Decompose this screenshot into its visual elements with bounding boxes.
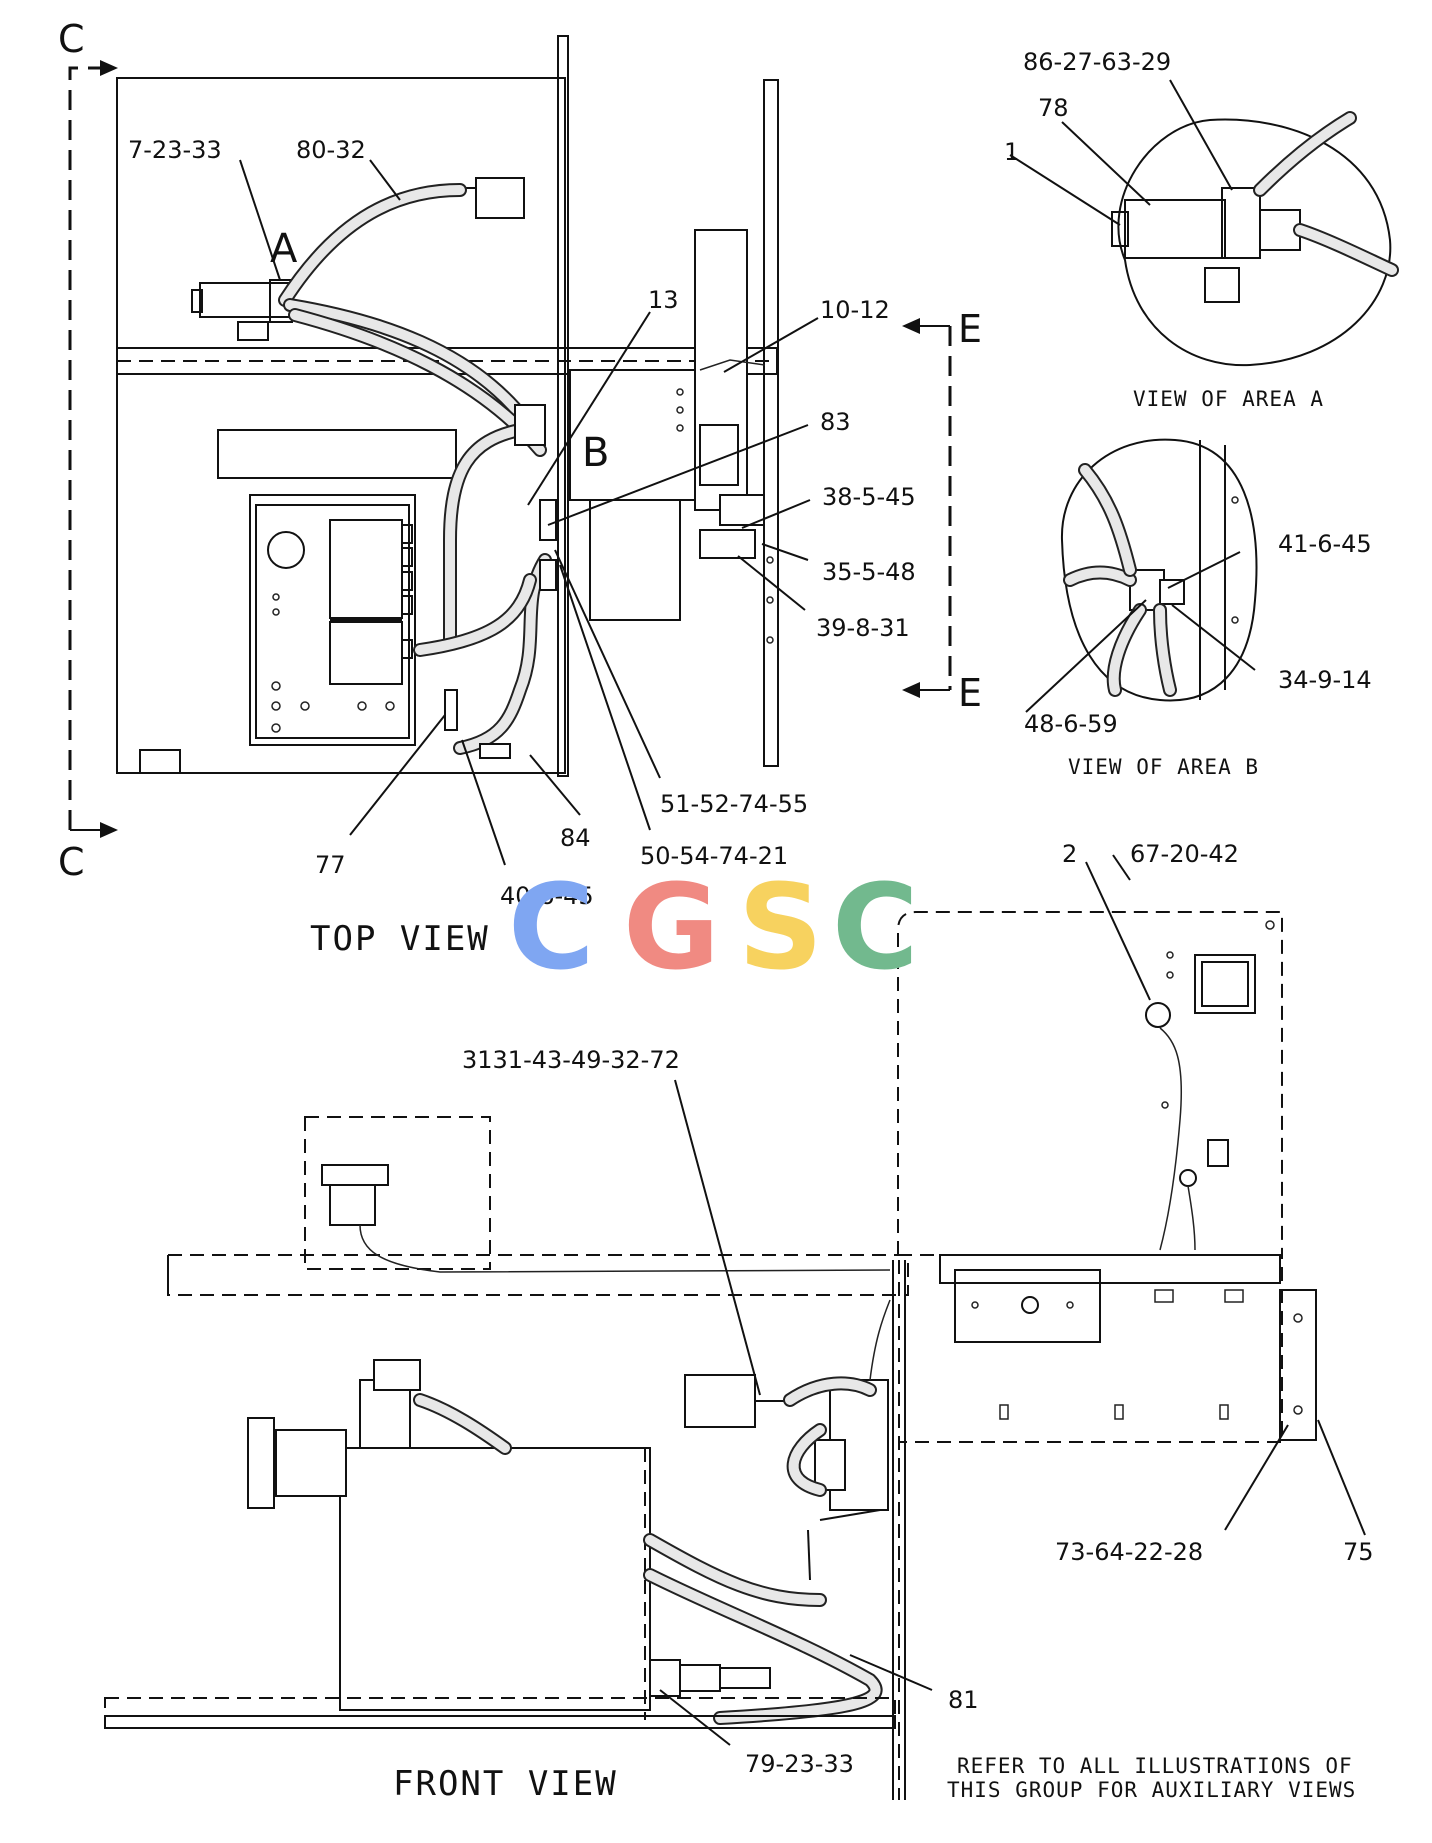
area-b-marker: B — [582, 430, 609, 476]
callout-83: 83 — [820, 408, 851, 436]
callout-75: 75 — [1343, 1538, 1374, 1566]
callout-labels: 7-23-33 80-32 13 10-12 83 38-5-45 35-5-4… — [128, 48, 1374, 1778]
callout-79-23-33: 79-23-33 — [745, 1750, 854, 1778]
callout-2: 2 — [1062, 840, 1077, 868]
callout-34-9-14: 34-9-14 — [1278, 666, 1372, 694]
callout-13: 13 — [648, 286, 679, 314]
callout-84: 84 — [560, 824, 591, 852]
section-c-top-label: C — [58, 17, 85, 61]
callout-10-12: 10-12 — [820, 296, 890, 324]
area-a-detail-drawing — [1111, 111, 1399, 367]
callout-39-8-31: 39-8-31 — [816, 614, 910, 642]
section-e-bottom-label: E — [958, 671, 982, 715]
section-e-top-label: E — [958, 307, 982, 351]
callout-73-64-22-28: 73-64-22-28 — [1055, 1538, 1203, 1566]
callout-38-5-45: 38-5-45 — [822, 483, 916, 511]
callout-41-6-45: 41-6-45 — [1278, 530, 1372, 558]
watermark-letter-2: G — [623, 858, 720, 996]
leader-lines — [239, 79, 1366, 1746]
watermark-letter-1: C — [508, 858, 595, 996]
callout-3131-43-49-32-72: 3131-43-49-32-72 — [462, 1046, 680, 1074]
callout-77: 77 — [315, 851, 346, 879]
top-view-title: TOP VIEW — [310, 919, 490, 959]
watermark-letter-3: S — [738, 858, 823, 996]
callout-86-27-63-29: 86-27-63-29 — [1023, 48, 1171, 76]
callout-7-23-33: 7-23-33 — [128, 136, 222, 164]
section-c-marker: C C — [58, 17, 118, 884]
top-view-drawing — [116, 35, 779, 777]
view-area-b-title: VIEW OF AREA B — [1068, 755, 1259, 779]
note-line-1: REFER TO ALL ILLUSTRATIONS OF — [957, 1754, 1353, 1778]
callout-81: 81 — [948, 1686, 979, 1714]
callout-50-54-74-21: 50-54-74-21 — [640, 842, 788, 870]
callout-1: 1 — [1004, 138, 1019, 166]
callout-48-6-59: 48-6-59 — [1024, 710, 1118, 738]
section-e-marker: E E — [902, 307, 982, 715]
callout-40-6-45: 40-6-45 — [500, 882, 594, 910]
callout-78: 78 — [1038, 94, 1069, 122]
callout-67-20-42: 67-20-42 — [1130, 840, 1239, 868]
callout-80-32: 80-32 — [296, 136, 366, 164]
watermark-letter-4: C — [832, 858, 919, 996]
front-view-title: FRONT VIEW — [393, 1764, 618, 1804]
front-view-drawing — [104, 911, 1317, 1800]
note-line-2: THIS GROUP FOR AUXILIARY VIEWS — [947, 1778, 1356, 1802]
section-c-bottom-label: C — [58, 840, 85, 884]
area-b-detail-drawing — [1060, 438, 1258, 702]
watermark-logo: C G S C — [508, 858, 919, 996]
view-area-a-title: VIEW OF AREA A — [1133, 387, 1324, 411]
callout-51-52-74-55: 51-52-74-55 — [660, 790, 808, 818]
callout-35-5-48: 35-5-48 — [822, 558, 916, 586]
